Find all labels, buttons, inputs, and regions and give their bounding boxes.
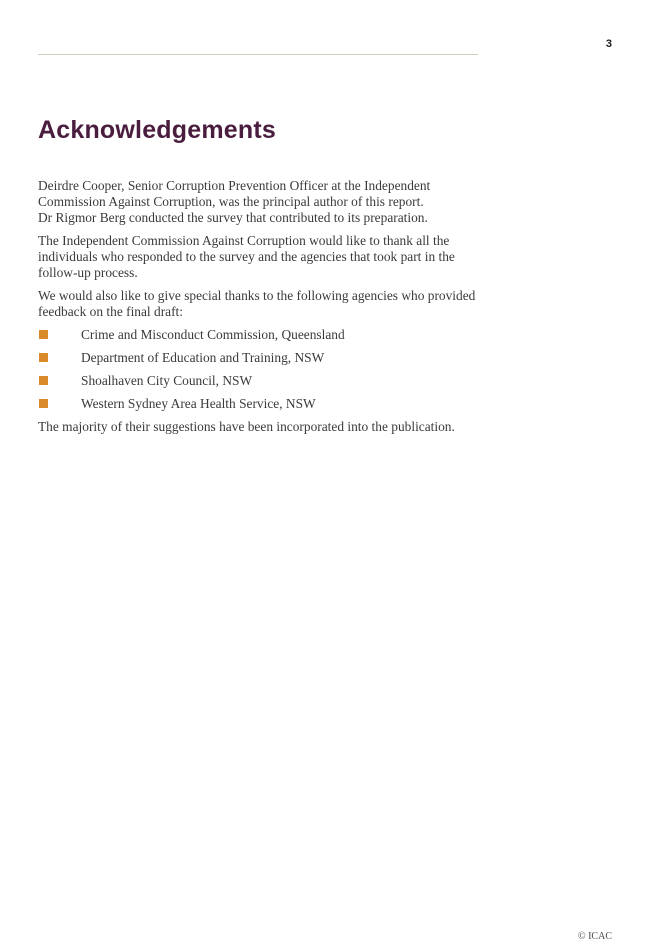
- agency-name: Crime and Misconduct Commission, Queensl…: [81, 327, 345, 342]
- special-thanks-paragraph: We would also like to give special thank…: [38, 288, 476, 319]
- square-bullet-icon: [39, 330, 48, 339]
- page-number: 3: [605, 38, 612, 50]
- page-title: Acknowledgements: [38, 116, 276, 144]
- list-item: Shoalhaven City Council, NSW: [38, 373, 483, 389]
- intro-line-3: Dr Rigmor Berg conducted the survey that…: [38, 210, 428, 225]
- list-item: Crime and Misconduct Commission, Queensl…: [38, 327, 483, 343]
- agency-name: Department of Education and Training, NS…: [81, 350, 325, 365]
- closing-paragraph: The majority of their suggestions have b…: [38, 419, 455, 434]
- agency-name: Western Sydney Area Health Service, NSW: [81, 396, 316, 411]
- intro-line-2: Commission Against Corruption, was the p…: [38, 194, 424, 209]
- list-item: Western Sydney Area Health Service, NSW: [38, 396, 483, 412]
- list-item: Department of Education and Training, NS…: [38, 350, 483, 366]
- intro-paragraph: Deirdre Cooper, Senior Corruption Preven…: [38, 178, 483, 226]
- square-bullet-icon: [39, 376, 48, 385]
- agency-name: Shoalhaven City Council, NSW: [81, 373, 253, 388]
- copyright-notice: © ICAC: [578, 931, 612, 942]
- acknowledgements-body: Deirdre Cooper, Senior Corruption Preven…: [38, 178, 483, 442]
- agency-list: Crime and Misconduct Commission, Queensl…: [38, 327, 483, 412]
- square-bullet-icon: [39, 353, 48, 362]
- intro-line-1: Deirdre Cooper, Senior Corruption Preven…: [38, 178, 431, 193]
- square-bullet-icon: [39, 399, 48, 408]
- header-rule: [38, 54, 478, 55]
- thanks-paragraph: The Independent Commission Against Corru…: [38, 233, 455, 280]
